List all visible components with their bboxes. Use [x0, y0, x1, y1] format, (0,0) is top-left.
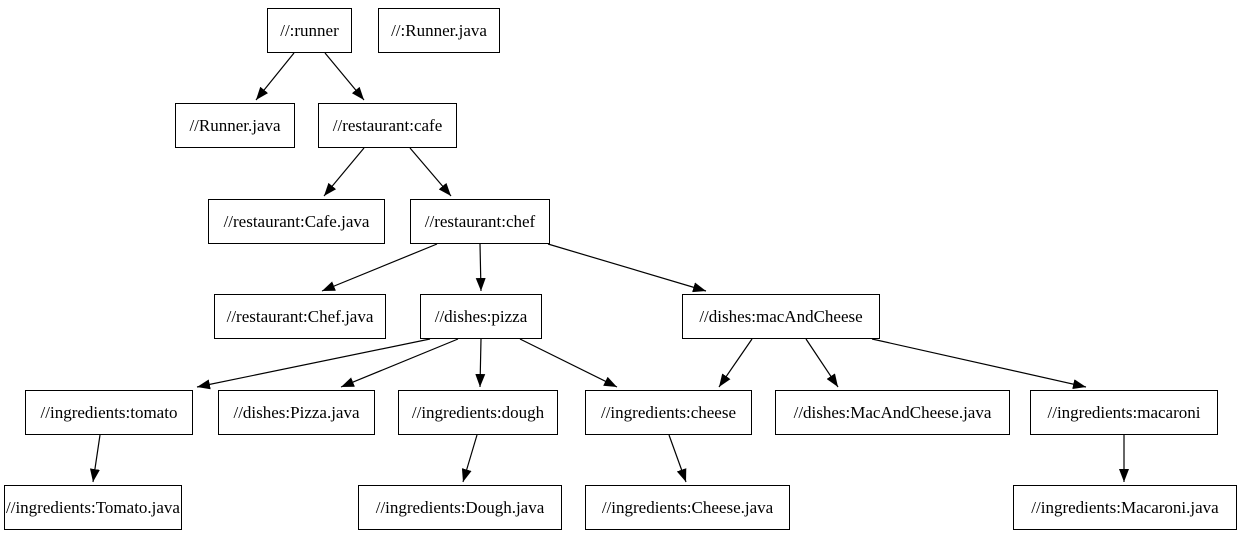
graph-node-cafe: //restaurant:cafe	[318, 103, 457, 148]
graph-edge-chef-chefjava	[321, 243, 438, 292]
graph-node-chef: //restaurant:chef	[410, 199, 550, 244]
graph-edge-dough-doughjava	[461, 434, 478, 483]
graph-node-cheese: //ingredients:cheese	[585, 390, 752, 435]
graph-node-tomatojava: //ingredients:Tomato.java	[4, 485, 182, 530]
graph-node-chefjava: //restaurant:Chef.java	[214, 294, 386, 339]
graph-edge-pizza-cheese	[519, 338, 618, 388]
graph-edge-mac-macjava	[805, 338, 839, 388]
graph-edge-pizza-pizzajava	[340, 338, 459, 388]
graph-node-runnerjavatop: //:Runner.java	[378, 8, 500, 53]
graph-edge-mac-cheese	[718, 338, 753, 388]
graph-node-runnerjava: //Runner.java	[175, 103, 295, 148]
graph-node-macaronijava: //ingredients:Macaroni.java	[1013, 485, 1237, 530]
graph-edge-tomato-tomatojava	[89, 434, 101, 483]
graph-edge-cafe-chef	[409, 147, 452, 197]
graph-node-cafejava: //restaurant:Cafe.java	[208, 199, 385, 244]
graph-node-macaroni: //ingredients:macaroni	[1030, 390, 1218, 435]
graph-node-dough: //ingredients:dough	[398, 390, 558, 435]
graph-node-mac: //dishes:macAndCheese	[682, 294, 880, 339]
graph-node-tomato: //ingredients:tomato	[25, 390, 193, 435]
graph-node-cheesejava: //ingredients:Cheese.java	[585, 485, 790, 530]
graph-edge-pizza-dough	[475, 338, 486, 388]
graph-edge-cafe-cafejava	[323, 147, 365, 197]
graph-edge-cheese-cheesejava	[668, 434, 687, 483]
graph-node-doughjava: //ingredients:Dough.java	[358, 485, 562, 530]
graph-node-runner: //:runner	[267, 8, 352, 53]
graph-node-macjava: //dishes:MacAndCheese.java	[775, 390, 1010, 435]
graph-edge-pizza-tomato	[196, 338, 431, 390]
graph-edge-runner-cafe	[324, 52, 365, 101]
graph-edge-mac-macaroni	[871, 338, 1087, 390]
graph-node-pizzajava: //dishes:Pizza.java	[218, 390, 375, 435]
graph-edge-chef-pizza	[475, 243, 486, 292]
graph-edge-chef-mac	[547, 243, 707, 293]
graph-edge-runner-runnerjava	[255, 52, 295, 101]
graph-node-pizza: //dishes:pizza	[420, 294, 542, 339]
